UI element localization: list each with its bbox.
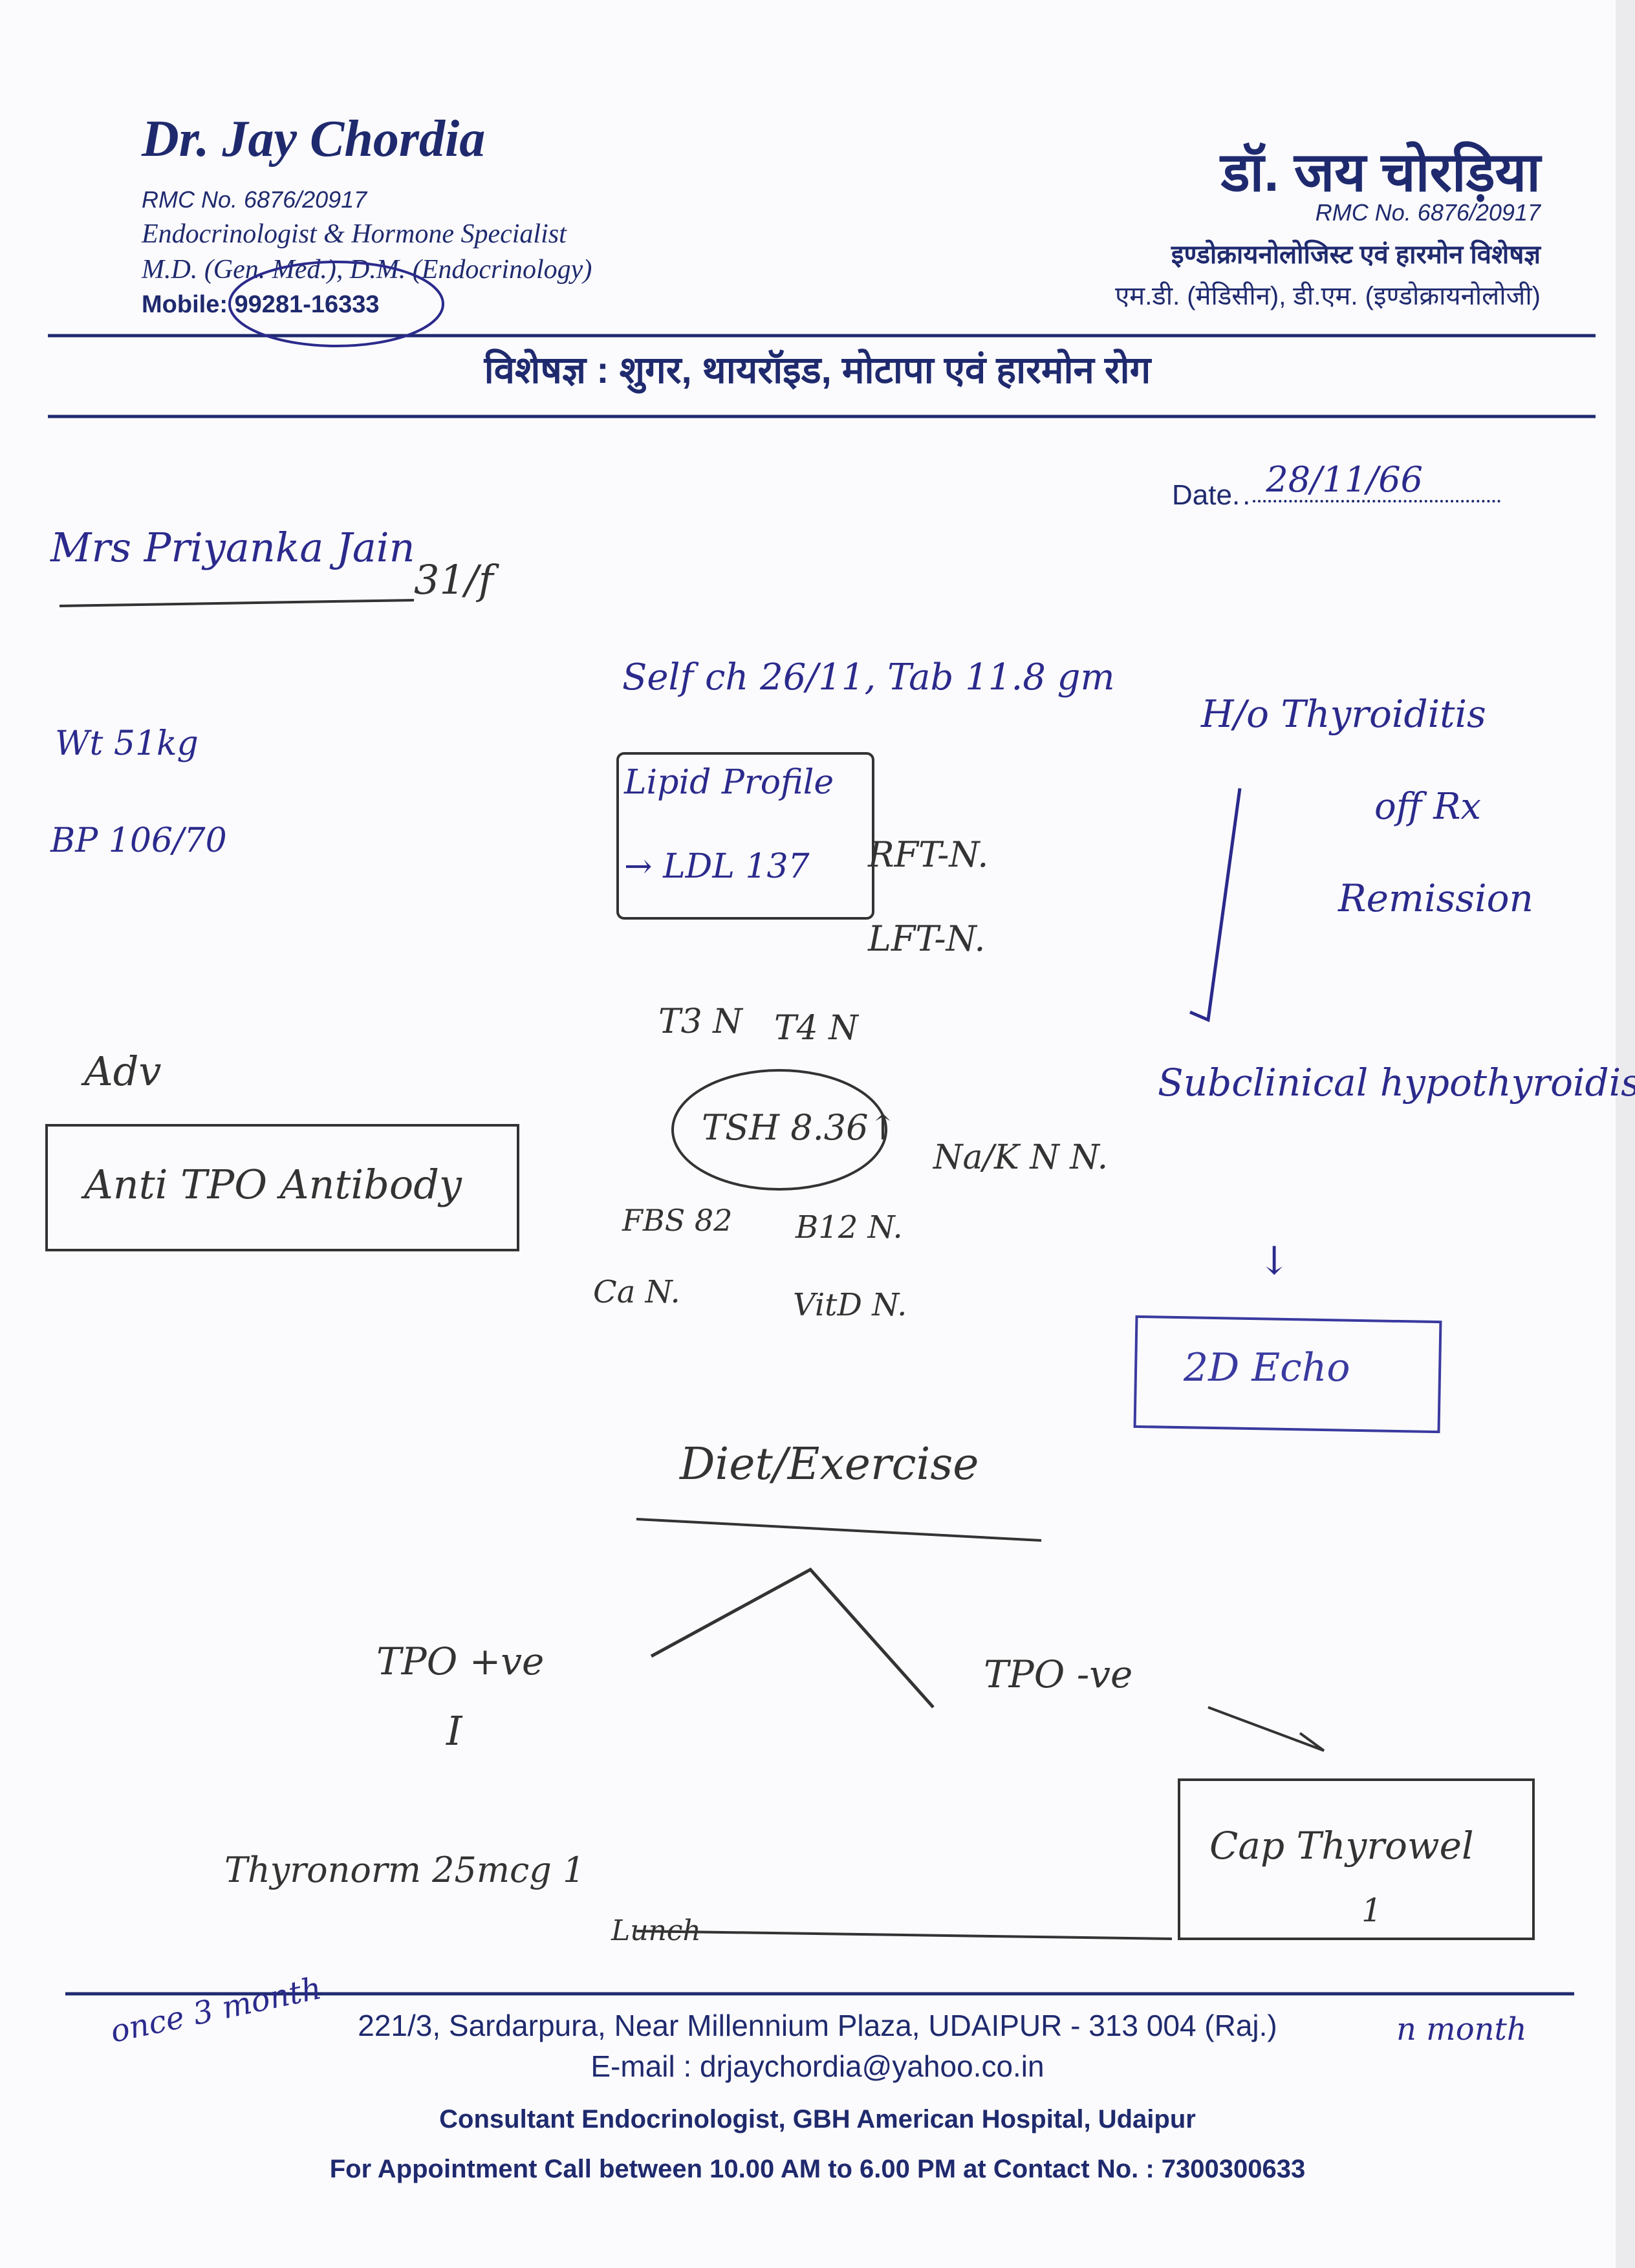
history-thyroiditis: H/o Thyroiditis bbox=[1201, 692, 1486, 736]
calcium-result: Ca N. bbox=[593, 1274, 680, 1310]
paper-edge bbox=[1616, 0, 1635, 2268]
cap-box bbox=[1178, 1778, 1535, 1940]
t4-result: T4 N bbox=[774, 1009, 858, 1048]
lipid-box bbox=[616, 752, 874, 920]
doctor-name-en: Dr. Jay Chordia bbox=[142, 111, 486, 167]
date-value: 28/11/66 bbox=[1253, 459, 1500, 502]
na-k-result: Na/K N N. bbox=[933, 1138, 1109, 1177]
fbs-result: FBS 82 bbox=[622, 1203, 733, 1238]
thyronorm-line bbox=[636, 1930, 1173, 1940]
date-label: Date bbox=[1172, 479, 1232, 511]
cap-thyrowel: Cap Thyrowel bbox=[1209, 1824, 1474, 1868]
footer-appointment: For Appointment Call between 10.00 AM to… bbox=[329, 2155, 1306, 2183]
down-arrow-icon: ↓ bbox=[1258, 1238, 1291, 1284]
diet-underline bbox=[636, 1518, 1042, 1542]
anti-tpo-test: Anti TPO Antibody bbox=[84, 1161, 462, 1208]
mobile-label: Mobile bbox=[142, 291, 220, 318]
tsh-result: TSH 8.36↑ bbox=[702, 1107, 898, 1148]
footer-email: E-mail : drjaychordia@yahoo.co.in bbox=[590, 2049, 1045, 2083]
footer-address: 221/3, Sardarpura, Near Millennium Plaza… bbox=[358, 2009, 1277, 2042]
diet-exercise: Diet/Exercise bbox=[680, 1439, 979, 1490]
specialist-line: विशेषज्ञ : शुगर, थायरॉइड, मोटापा एवं हार… bbox=[484, 349, 1151, 391]
review-right: n month bbox=[1396, 2011, 1527, 2047]
tpo-positive-rx: I bbox=[446, 1707, 462, 1755]
specialty-en: Endocrinologist & Hormone Specialist bbox=[142, 219, 567, 249]
patient-name: Mrs Priyanka Jain bbox=[50, 524, 415, 571]
tpo-positive: TPO +ve bbox=[376, 1639, 545, 1683]
lft-result: LFT-N. bbox=[868, 918, 986, 959]
mobile-number: : 99281-16333 bbox=[219, 291, 380, 318]
date-field: Date..28/11/66 bbox=[1172, 459, 1500, 513]
ldl-value: → LDL 137 bbox=[624, 847, 810, 886]
diagnosis: Subclinical hypothyroidism bbox=[1158, 1061, 1635, 1105]
specialty-hi: इण्डोक्रायनोलोजिस्ट एवं हारमोन विशेषज्ञ bbox=[1171, 241, 1541, 269]
footer-consultant: Consultant Endocrinologist, GBH American… bbox=[439, 2105, 1196, 2133]
rft-result: RFT-N. bbox=[868, 834, 989, 875]
echo-test: 2D Echo bbox=[1184, 1345, 1350, 1390]
history-arrow bbox=[1189, 788, 1242, 1022]
patient-age-sex: 31/f bbox=[414, 556, 493, 603]
mobile: Mobile: 99281-16333 bbox=[142, 291, 380, 319]
echo-box bbox=[1133, 1315, 1442, 1434]
advice-label: Adv bbox=[84, 1048, 162, 1095]
rmc-hi: RMC No. 6876/20917 bbox=[1315, 199, 1541, 226]
doctor-name-hi: डॉ. जय चोरड़िया bbox=[1220, 142, 1541, 202]
thyronorm-timing: Lunch bbox=[611, 1914, 701, 1947]
thyronorm-rx: Thyronorm 25mcg 1 bbox=[224, 1850, 585, 1890]
patient-underline bbox=[59, 599, 415, 607]
cap-dose: 1 bbox=[1361, 1892, 1382, 1929]
b12-result: B12 N. bbox=[796, 1209, 903, 1246]
degrees-en: M.D. (Gen. Med.), D.M. (Endocrinology) bbox=[142, 255, 592, 285]
tpo-neg-arrow bbox=[1207, 1706, 1325, 1752]
degrees-hi: एम.डी. (मेडिसीन), डी.एम. (इण्डोक्रायनोलो… bbox=[1115, 282, 1541, 310]
weight: Wt 51kg bbox=[55, 724, 199, 763]
t3-result: T3 N bbox=[658, 1002, 742, 1041]
off-rx: off Rx bbox=[1374, 786, 1481, 828]
vitd-result: VitD N. bbox=[793, 1287, 907, 1323]
remission: Remission bbox=[1338, 876, 1533, 920]
tsh-oval bbox=[671, 1069, 887, 1191]
blood-pressure: BP 106/70 bbox=[50, 821, 227, 860]
anti-tpo-box bbox=[45, 1124, 519, 1251]
lipid-profile: Lipid Profile bbox=[624, 763, 834, 802]
rmc-en: RMC No. 6876/20917 bbox=[142, 186, 367, 213]
self-check: Self ch 26/11, Tab 11.8 gm bbox=[622, 656, 1115, 698]
branch-lines bbox=[650, 1567, 935, 1709]
tpo-negative: TPO -ve bbox=[984, 1652, 1133, 1696]
mobile-circle bbox=[228, 261, 444, 347]
